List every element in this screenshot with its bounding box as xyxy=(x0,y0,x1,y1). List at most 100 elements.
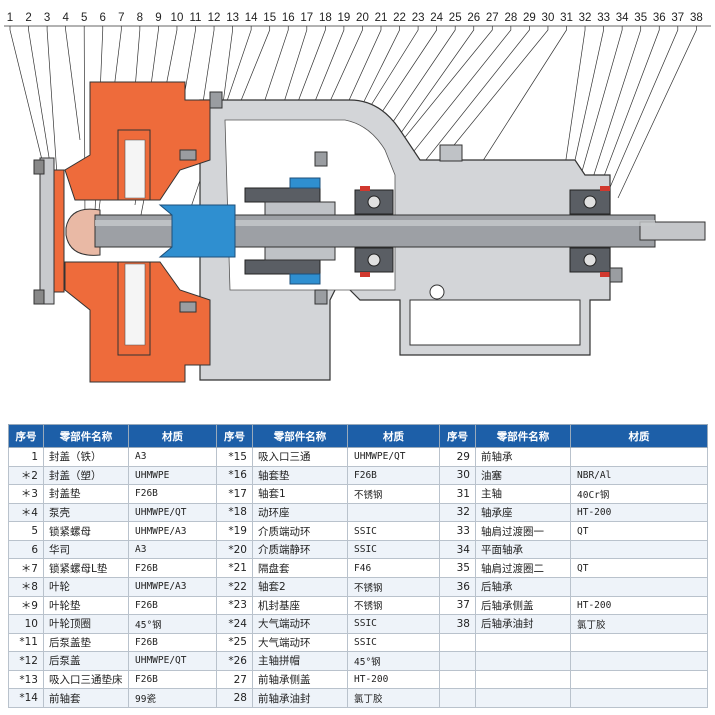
callout-number: 32 xyxy=(579,12,592,24)
bolt xyxy=(179,301,197,313)
part-name: 前轴承侧盖 xyxy=(252,669,348,690)
callout-number: 8 xyxy=(137,12,143,24)
part-no: 31 xyxy=(439,484,476,504)
part-name xyxy=(475,688,571,708)
part-no xyxy=(439,651,476,671)
part-material xyxy=(570,539,708,560)
leader-line xyxy=(617,26,697,199)
cover-bolt-top xyxy=(33,159,45,175)
callout-number: 2 xyxy=(25,12,31,24)
frame-window xyxy=(409,299,581,346)
bearing-seal-red xyxy=(600,186,610,191)
part-no: 6 xyxy=(8,539,44,560)
part-no: *19 xyxy=(216,521,253,541)
part-material: 不锈钢 xyxy=(347,484,440,504)
leader-line xyxy=(449,26,549,151)
part-no: 29 xyxy=(439,447,476,467)
callout-number: 3 xyxy=(44,12,50,24)
callout-number: 5 xyxy=(81,12,87,24)
part-material: 45°钢 xyxy=(128,614,217,634)
table-header-row: 序号 零部件名称 材质 序号 零部件名称 材质 序号 零部件名称 材质 xyxy=(8,424,708,448)
callout-number: 31 xyxy=(560,12,573,24)
part-name: 动环座 xyxy=(252,502,348,523)
part-no: *11 xyxy=(8,632,44,653)
part-name: 主轴拼帽 xyxy=(252,651,348,671)
leader-line xyxy=(587,26,642,194)
part-name xyxy=(475,651,571,671)
seal-spacer-low xyxy=(264,246,336,261)
bearing-ball xyxy=(583,253,597,267)
part-no: *14 xyxy=(8,688,44,708)
part-name: 后泵盖 xyxy=(43,651,129,671)
header-material: 材质 xyxy=(570,424,708,448)
part-no: *12 xyxy=(8,651,44,671)
callout-number: 14 xyxy=(245,12,258,24)
part-no: *22 xyxy=(216,576,253,597)
impeller-cavity xyxy=(124,139,146,346)
part-name: 轴承座 xyxy=(475,502,571,523)
part-name: 前轴承油封 xyxy=(252,688,348,708)
part-no: ＊7 xyxy=(8,558,44,578)
part-name: 后轴承侧盖 xyxy=(475,595,571,616)
callout-number: 18 xyxy=(319,12,332,24)
part-name: 叶轮 xyxy=(43,576,129,597)
seal-ring-bottom xyxy=(244,259,321,275)
part-no: 36 xyxy=(439,576,476,597)
part-material: HT-200 xyxy=(570,502,708,523)
part-material xyxy=(570,576,708,597)
bearing-seal-red xyxy=(360,272,370,277)
header-no: 序号 xyxy=(439,424,476,448)
bolt xyxy=(314,151,328,167)
part-name: 平面轴承 xyxy=(475,539,571,560)
part-no: *18 xyxy=(216,502,253,523)
header-name: 零部件名称 xyxy=(475,424,571,448)
part-name xyxy=(475,632,571,653)
oil-plug xyxy=(439,144,463,162)
part-material: 不锈钢 xyxy=(347,595,440,616)
callout-number: 19 xyxy=(338,12,351,24)
header-material: 材质 xyxy=(347,424,440,448)
callout-number: 9 xyxy=(155,12,161,24)
callout-number: 12 xyxy=(208,12,221,24)
part-no: ＊3 xyxy=(8,484,44,504)
callout-number: 13 xyxy=(226,12,239,24)
part-no: 28 xyxy=(216,688,253,708)
part-material: SSIC xyxy=(347,614,440,634)
part-material: 氯丁胶 xyxy=(347,688,440,708)
leader-line xyxy=(559,26,586,201)
part-no: 38 xyxy=(439,614,476,634)
part-name: 轴肩过渡圈一 xyxy=(475,521,571,541)
part-material: 不锈钢 xyxy=(347,576,440,597)
part-name: 大气端动环 xyxy=(252,632,348,653)
callout-number: 36 xyxy=(653,12,666,24)
callout-number: 24 xyxy=(430,12,443,24)
part-name: 轴套垫 xyxy=(252,465,348,486)
seal-spacer xyxy=(264,201,336,216)
frame-lug-hole xyxy=(429,284,445,300)
bearing-ball xyxy=(583,195,597,209)
callout-number: 34 xyxy=(616,12,629,24)
part-material: HT-200 xyxy=(347,669,440,690)
part-no: ＊8 xyxy=(8,576,44,597)
part-material: NBR/Al xyxy=(570,465,708,486)
part-material xyxy=(570,651,708,671)
part-no: *23 xyxy=(216,595,253,616)
part-no: *25 xyxy=(216,632,253,653)
part-material: QT xyxy=(570,521,708,541)
part-material xyxy=(570,669,708,690)
part-material: UHMWPE/A3 xyxy=(128,576,217,597)
part-name: 叶轮顶圈 xyxy=(43,614,129,634)
part-name: 封盖（铁） xyxy=(43,447,129,467)
part-no: 35 xyxy=(439,558,476,578)
part-material: SSIC xyxy=(347,539,440,560)
part-no: *20 xyxy=(216,539,253,560)
part-name: 封盖（塑） xyxy=(43,465,129,486)
